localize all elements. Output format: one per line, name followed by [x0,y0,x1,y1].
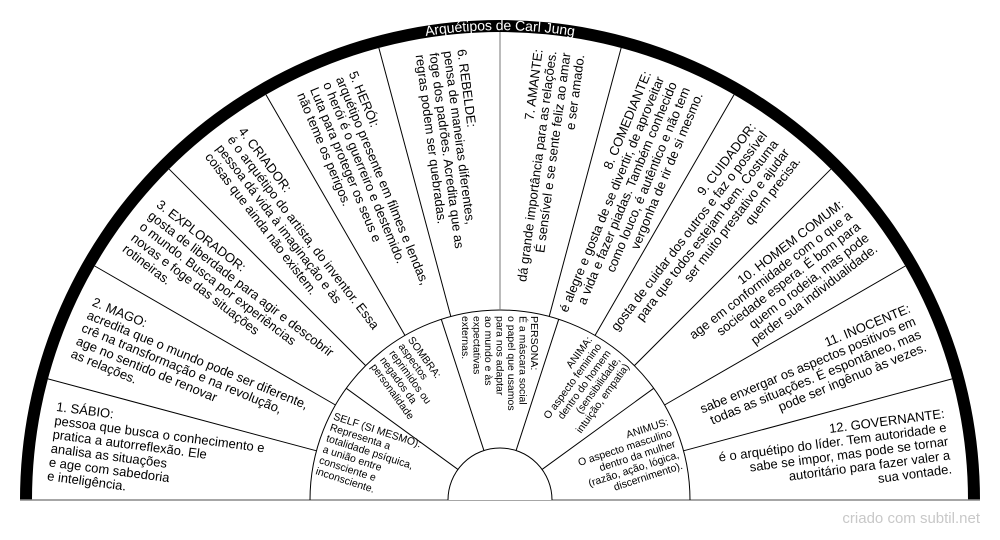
inner-sombra: SOMBRA:aspectosreprimidos ounegados dape… [368,335,454,423]
inner-self: SELF (SI MESMO):Representa atotalidade p… [314,411,423,505]
sector-divider [47,378,317,452]
sector-divider [664,265,906,406]
inner-persona-text: PERSONA:É a máscara socialo papel que us… [459,316,540,411]
inner-animus-text: ANIMUS:O aspecto masculinodentro da mulh… [573,416,685,502]
sector-divider [94,265,336,406]
sector-divider [633,168,832,367]
inner-sector-divider [541,387,655,470]
inner-sector-divider [345,387,459,470]
sector-description-line: É a máscara social [516,316,529,405]
inner-sombra-text: SOMBRA:aspectosreprimidos ounegados dape… [368,335,454,423]
sector-description-line: expectativas [470,316,482,374]
inner-persona: PERSONA:É a máscara socialo papel que us… [459,316,540,411]
footer-credit: criado com subtil.net [842,510,980,527]
inner-sector-divider [515,319,560,451]
sector-description-line: para nos adaptar [493,316,505,396]
sector-description-line: ao mundo e às [482,316,494,385]
sector-divider [594,94,735,336]
inner-sector-divider [440,319,485,451]
sector-title: PERSONA: [528,316,540,370]
center-circle [447,447,553,501]
archetype-sabio: 1. SÁBIO:pessoa que busca o conhecimento… [46,399,267,511]
inner-animus: ANIMUS:O aspecto masculinodentro da mulh… [573,416,685,502]
sector-divider [168,168,367,367]
sector-divider [548,47,622,317]
sector-description-line: externas. [459,316,471,359]
sector-divider [265,94,406,336]
sector-divider [378,47,452,317]
archetype-governante: 12. GOVERNANTE:é o arquétipo do líder. T… [716,406,954,506]
sector-title: 1. SÁBIO: [55,399,114,421]
archetype-amante: 7. AMANTE:dá grande importância para as … [500,48,587,287]
inner-self-text: SELF (SI MESMO):Representa atotalidade p… [314,411,423,505]
sector-divider [683,378,953,452]
archetype-amante-text: 7. AMANTE:dá grande importância para as … [500,48,587,287]
archetype-governante-text: 12. GOVERNANTE:é o arquétipo do líder. T… [716,406,954,506]
archetype-sabio-text: 1. SÁBIO:pessoa que busca o conhecimento… [46,399,267,511]
sector-description-line: o papel que usamos [505,316,517,411]
